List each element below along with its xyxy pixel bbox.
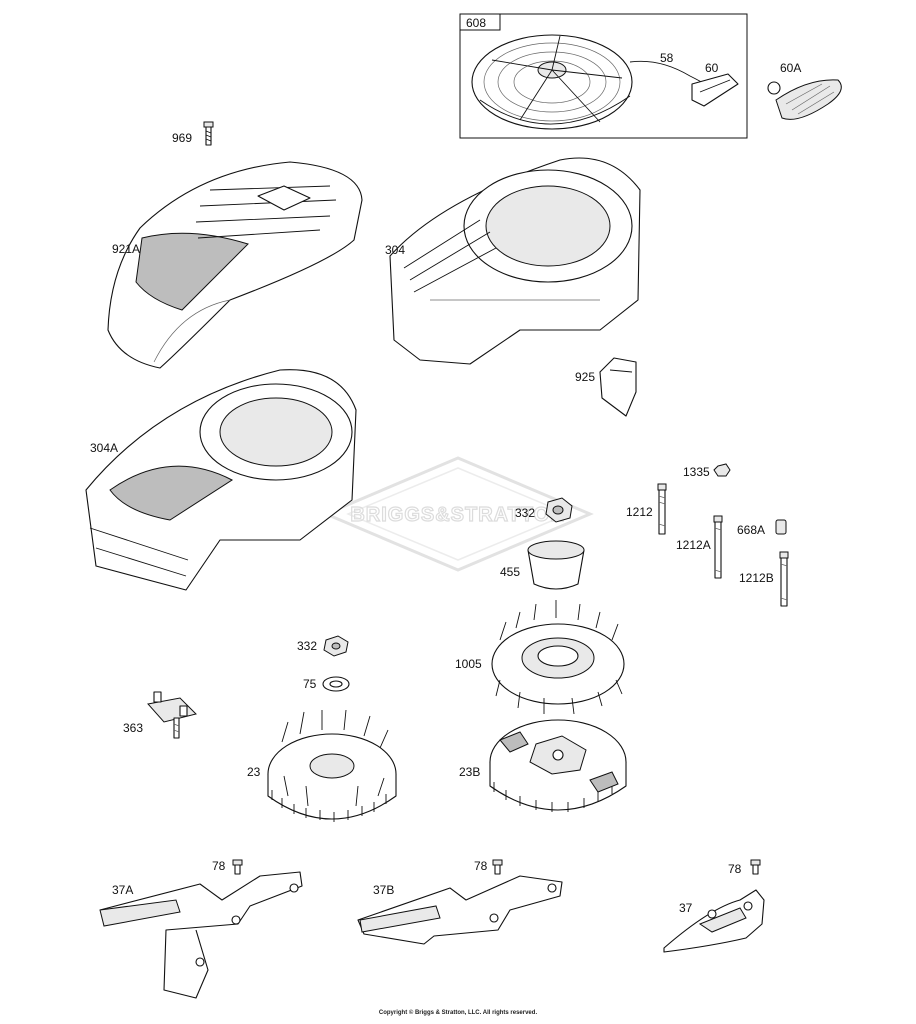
label-78-a: 78 bbox=[212, 859, 226, 873]
label-304: 304 bbox=[385, 243, 405, 257]
spacer-668A-drawing bbox=[775, 519, 787, 535]
label-332-bottom: 332 bbox=[297, 639, 317, 653]
baffle-37B-drawing bbox=[357, 875, 563, 945]
blower-cover-921A-drawing bbox=[107, 161, 363, 369]
label-925: 925 bbox=[575, 370, 595, 384]
stud-1212A-drawing bbox=[713, 515, 723, 579]
label-363: 363 bbox=[123, 721, 143, 735]
label-608: 608 bbox=[466, 16, 486, 30]
flywheel-23-drawing bbox=[267, 709, 397, 822]
label-58: 58 bbox=[660, 51, 674, 65]
label-304A: 304A bbox=[90, 441, 118, 455]
label-23B: 23B bbox=[459, 765, 480, 779]
label-78-b: 78 bbox=[474, 859, 488, 873]
screw-78-b-drawing bbox=[492, 859, 503, 875]
washer-75-drawing bbox=[322, 676, 350, 692]
stud-1212B-drawing bbox=[779, 551, 789, 607]
label-37: 37 bbox=[679, 901, 693, 915]
screw-78-c-drawing bbox=[750, 859, 761, 875]
watermark-text: BRIGGS&STRATTON bbox=[350, 504, 565, 526]
blower-housing-304A-drawing bbox=[85, 369, 357, 591]
baffle-37A-drawing bbox=[99, 871, 303, 999]
brand-watermark: BRIGGS&STRATTON bbox=[322, 456, 594, 572]
label-1005: 1005 bbox=[455, 657, 482, 671]
starter-handle-60A-drawing bbox=[767, 79, 842, 120]
kit-608-box bbox=[459, 13, 748, 139]
label-332-top: 332 bbox=[515, 506, 535, 520]
fan-1005-drawing bbox=[491, 600, 625, 715]
label-969: 969 bbox=[172, 131, 192, 145]
label-75: 75 bbox=[303, 677, 317, 691]
rewind-starter-drawing bbox=[471, 34, 633, 130]
flywheel-23B-drawing bbox=[489, 719, 627, 812]
baffle-37-drawing bbox=[663, 889, 765, 953]
label-668A: 668A bbox=[737, 523, 765, 537]
label-60: 60 bbox=[705, 61, 719, 75]
label-1212: 1212 bbox=[626, 505, 653, 519]
guard-925-drawing bbox=[599, 357, 637, 417]
starter-handle-60-drawing bbox=[691, 73, 739, 107]
nut-332-bottom-drawing bbox=[323, 635, 349, 657]
blower-housing-304-drawing bbox=[389, 157, 641, 365]
label-1212B: 1212B bbox=[739, 571, 774, 585]
nut-1335-drawing bbox=[713, 463, 731, 477]
bracket-363-drawing bbox=[147, 691, 197, 739]
label-1335: 1335 bbox=[683, 465, 710, 479]
label-1212A: 1212A bbox=[676, 538, 711, 552]
label-921A: 921A bbox=[112, 242, 140, 256]
label-455: 455 bbox=[500, 565, 520, 579]
stud-1212-drawing bbox=[657, 483, 667, 535]
screw-78-a-drawing bbox=[232, 859, 243, 875]
label-60A: 60A bbox=[780, 61, 801, 75]
screw-969-drawing bbox=[203, 121, 214, 146]
label-23: 23 bbox=[247, 765, 261, 779]
copyright-notice: Copyright © Briggs & Stratton, LLC. All … bbox=[378, 1010, 538, 1016]
label-78-c: 78 bbox=[728, 862, 742, 876]
cup-455-drawing bbox=[527, 540, 585, 590]
kit-608-label-box bbox=[459, 13, 501, 31]
label-37A: 37A bbox=[112, 883, 133, 897]
nut-332-top-drawing bbox=[545, 497, 573, 523]
label-37B: 37B bbox=[373, 883, 394, 897]
